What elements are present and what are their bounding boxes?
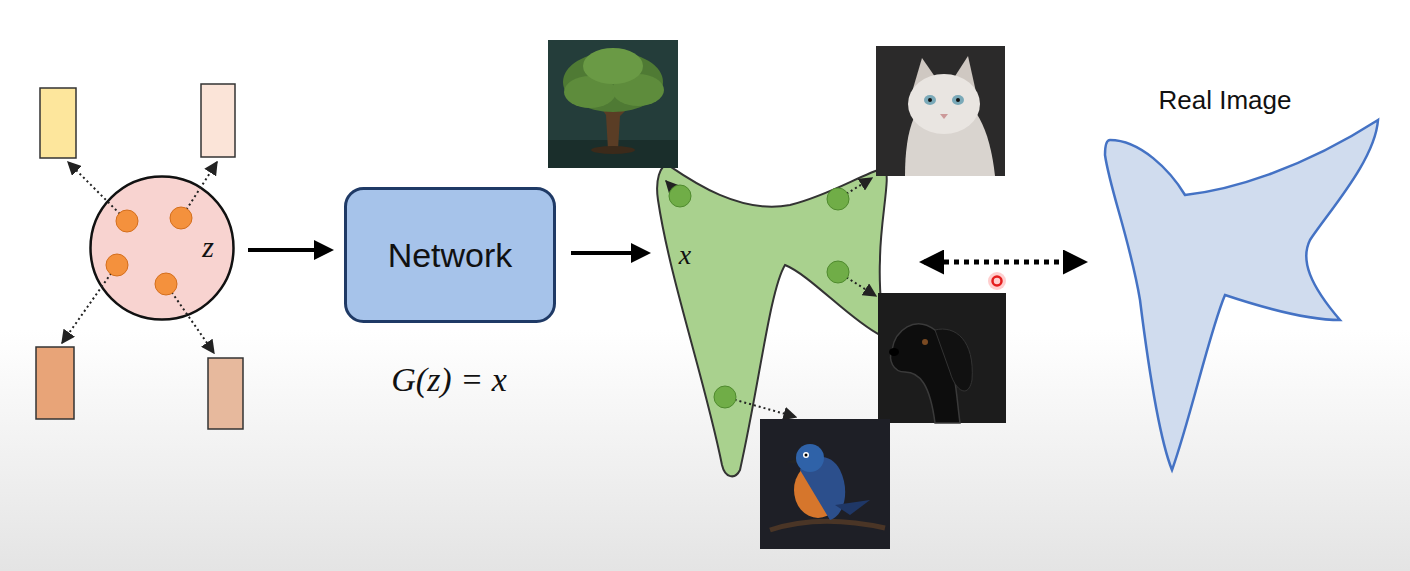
node-label: Real Image: [1159, 85, 1292, 116]
node-label: z: [202, 230, 214, 264]
formula-label: G(z) = x: [391, 361, 506, 399]
dog-image: [878, 293, 1006, 423]
latent-vector: [40, 88, 76, 158]
latent-circle: z: [89, 175, 235, 321]
generated-distribution: x: [652, 160, 892, 485]
latent-vector: [208, 358, 243, 429]
bird-image: [760, 419, 890, 549]
network-box: Network: [344, 187, 556, 323]
node-outline: [1100, 80, 1385, 480]
comparison-arrow: [924, 260, 1083, 265]
node-label: x: [679, 239, 691, 271]
flow-arrow: [571, 251, 647, 255]
node-outline: [652, 160, 892, 485]
cat-image: [876, 46, 1005, 176]
tree-image: [548, 40, 678, 168]
node-label: Network: [388, 236, 513, 275]
latent-vector: [201, 84, 235, 157]
flow-arrow: [248, 248, 330, 252]
real-distribution: Real Image: [1100, 80, 1385, 480]
latent-vector: [36, 347, 74, 419]
